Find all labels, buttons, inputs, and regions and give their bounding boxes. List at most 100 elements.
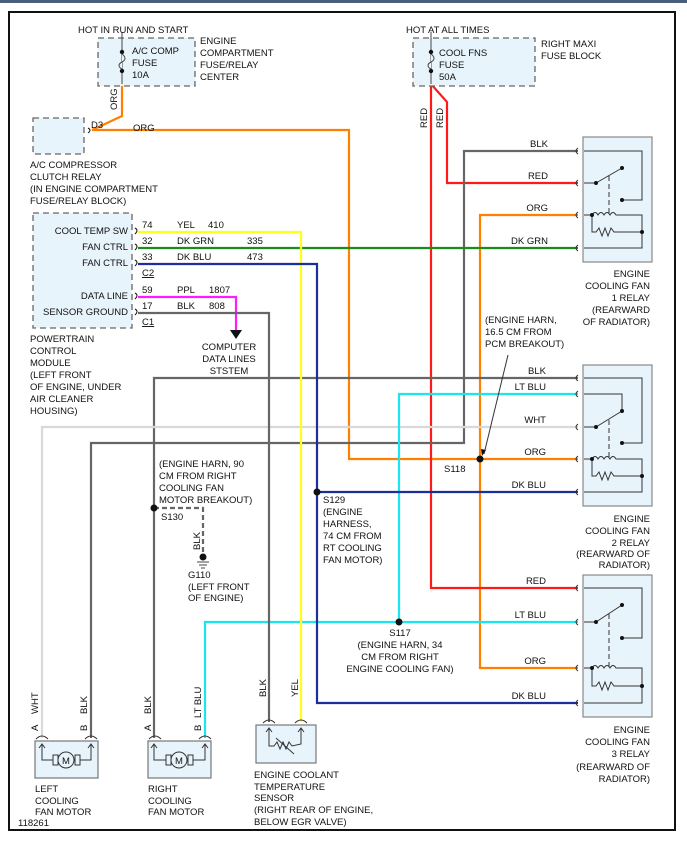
wire-label-org-horizontal: ORG [133,123,155,134]
pcm-connector-c2: C2 [142,268,154,279]
right-motor-symbol: M [175,756,183,767]
cool-fuse-line-3: 50A [439,72,457,83]
relay1-label-4: (REARWARD [592,305,650,316]
right-cooling-fan-motor: M [147,735,212,779]
ac-comp-fuse-box [97,37,196,87]
ground-note-2: OF ENGINE) [188,593,243,604]
ac-compressor-relay-box [32,117,85,155]
thermistor-icon [262,719,308,755]
s118-leader-line [483,354,509,455]
relay2-wire-label-blk: BLK [528,366,547,377]
wire-ltblu-relay2-to-s117 [397,392,578,622]
data-lines-label-3: STSTEM [210,366,249,377]
ect-label-1: ENGINE COOLANT [254,770,339,781]
cool-fuse-terminal-top [428,49,434,55]
relay3-wire-label-ltblu: LT BLU [515,610,546,621]
ac-fuse-line-3: 10A [132,70,150,81]
ac-relay-label-1: A/C COMPRESSOR [30,160,117,171]
right-motor-pin-b: B [193,725,204,731]
ac-hot-label: HOT IN RUN AND START [78,25,189,36]
maxi-block-label-1: RIGHT MAXI [541,39,596,50]
ect-wire-label-blk: BLK [258,678,269,697]
left-motor-pin-b: B [79,725,90,731]
wire-blk-relay1-to-left-motor [89,149,578,738]
right-motor-label-2: COOLING [148,796,192,807]
maxi-block-label-2: FUSE BLOCK [541,51,602,62]
pcm-pin-33: 33 [142,252,153,263]
ac-fuse-terminal-top [119,49,125,55]
relay3-wire-label-dkblu: DK BLU [512,691,546,702]
s130-note-4: MOTOR BREAKOUT) [159,495,252,506]
wire-dkblu-pcm-to-s129 [138,262,578,705]
relay-3 [575,574,653,718]
left-motor-label-2: COOLING [35,796,79,807]
cool-fuse-element-icon [427,53,435,70]
right-motor-symbol-icon [148,735,212,769]
data-lines-arrow-icon [230,330,242,339]
right-motor-label-3: FAN MOTOR [148,807,204,818]
wire-yel-pcm-to-ect [138,230,303,722]
splice-s130-id: S130 [161,512,183,523]
pcm-circuit-1807: 1807 [209,285,230,296]
s129-note-4: RT COOLING [323,543,382,554]
relay-2 [575,364,653,507]
pcm-connectors [134,227,138,316]
left-motor-symbol-icon [35,735,98,769]
wire-label-red-left: RED [419,108,430,128]
ect-wire-label-yel: YEL [290,679,301,697]
s130-note-1: (ENGINE HARN, 90 [159,459,244,470]
relay2-label-1: ENGINE [614,514,650,525]
wire-org-fuse-to-d3 [91,84,124,131]
cool-fuse-line-2: FUSE [439,60,464,71]
s117-note-3: ENGINE COOLING FAN) [346,664,453,675]
ect-label-2: TEMPERATURE [254,782,325,793]
ground-id: G110 [188,570,211,581]
s118-leader-arrow-icon [481,449,486,456]
relay3-label-2: COOLING FAN [585,737,650,748]
splice-s130-dot [150,504,158,512]
splice-s129-id: S129 [323,495,345,506]
ground-icon [197,561,209,569]
pcm-box [32,212,133,329]
splice-s118-dot [476,455,484,463]
cool-fuse-line-1: COOL FNS [439,48,487,59]
pcm-label-6: AIR CLEANER [30,394,93,405]
d3-connector-icon [87,127,91,134]
splice-s129-dot [313,488,321,496]
relay-2-symbol-icon [575,374,643,496]
pcm-wire-color-ppl: PPL [177,285,195,296]
ground-wire-label-blk: BLK [192,531,203,550]
cool-hot-label: HOT AT ALL TIMES [406,25,489,36]
pcm-pin-name-fan-ctrl-2: FAN CTRL [82,258,128,269]
pcm-pin-17: 17 [142,301,153,312]
pcm-circuit-808: 808 [209,301,225,312]
right-motor-wire-a: BLK [143,695,154,714]
pcm-pin-name-cool-temp: COOL TEMP SW [55,226,128,237]
relay3-label-4: (REARWARD OF [576,762,650,773]
s129-note-3: 74 CM FROM [323,531,382,542]
wire-wht-relay2-to-left-motor [40,425,578,738]
wire-org-d3-to-s118 [92,128,480,461]
relay3-label-3: 3 RELAY [612,749,651,760]
relay-1 [575,136,653,263]
ac-fuse-line-2: FUSE [132,58,157,69]
ac-relay-label-3: (IN ENGINE COMPARTMENT [30,184,158,195]
s129-note-5: FAN MOTOR) [323,555,382,566]
relay-3-box [582,574,653,718]
fuse-center-label-1: ENGINE [200,36,236,47]
wire-org-relay1 [478,213,578,670]
fuse-center-label-4: CENTER [200,72,239,83]
ground-g110-dot [199,553,207,561]
pcm-pin-59: 59 [142,285,153,296]
fuse-center-label-3: FUSE/RELAY [200,60,259,71]
relay-pin-d3: D3 [91,120,103,131]
engine-coolant-temperature-sensor [255,719,317,764]
s129-note-1: (ENGINE [323,507,363,518]
wire-red-relay3 [429,84,578,590]
left-motor-wire-b: BLK [79,695,90,714]
pcm-label-4: (LEFT FRONT [30,370,92,381]
relay1-label-5: OF RADIATOR) [583,317,650,328]
relay1-wire-label-red: RED [528,171,548,182]
pcm-circuit-335: 335 [247,236,263,247]
